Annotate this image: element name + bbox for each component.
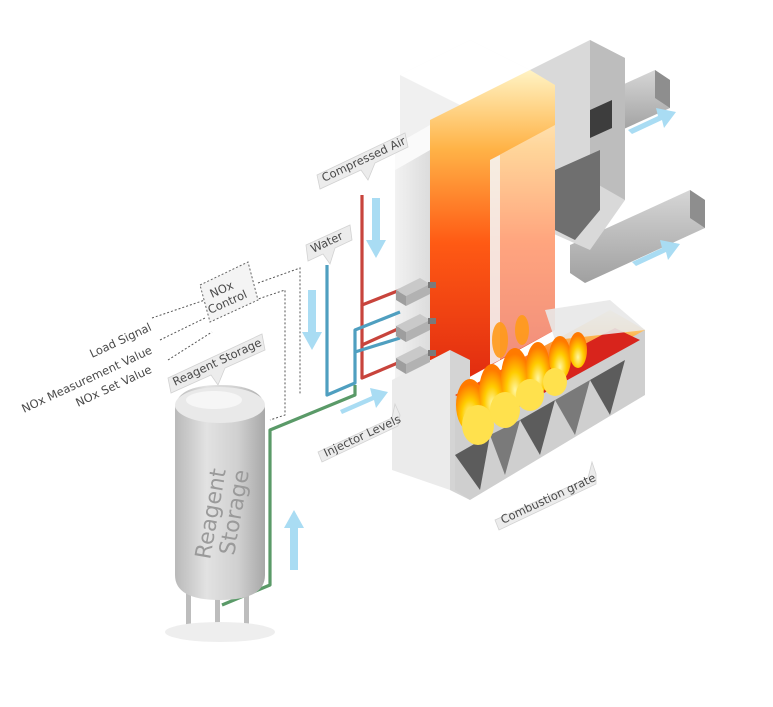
flame-icon [543,368,567,396]
water-pipe [325,265,401,397]
nox-control-box: NOx Control [199,261,259,323]
flow-arrows [284,108,680,570]
flame-icon [515,315,529,345]
injector-levels-text: Injector Levels [321,412,403,460]
flame-icon [462,405,494,445]
injector-nozzles [396,278,436,374]
flow-arrow-icon [284,510,304,570]
flow-arrow-icon [632,240,680,266]
compressed-air-text: Compressed Air [319,133,408,184]
combustion-grate-text: Combustion grate [498,470,597,526]
compressed-air-pipe [360,195,401,307]
furnace-body [392,40,645,500]
injector-nozzle-icon [396,314,436,342]
combustion-grate-hoppers [455,360,625,490]
compressed-air-label: Compressed Air [316,132,409,190]
flame-icon [569,332,587,368]
injector-levels-label: Injector Levels [317,402,403,463]
flame-icon [516,379,544,411]
injector-nozzle-icon [396,346,436,374]
water-label: Water [305,224,353,265]
flame-icon [490,392,520,428]
flow-arrow-icon [340,388,388,414]
injector-nozzle-icon [396,278,436,306]
flow-arrow-icon [628,108,676,134]
flames [456,315,587,445]
reagent-storage-label: Reagent Storage [167,333,266,394]
flame-icon [492,322,508,358]
reagent-tank: Reagent Storage [165,385,275,642]
flow-arrow-icon [302,290,322,350]
signal-lines [151,267,301,421]
tank-icon [175,385,265,600]
flow-arrow-icon [366,198,386,258]
